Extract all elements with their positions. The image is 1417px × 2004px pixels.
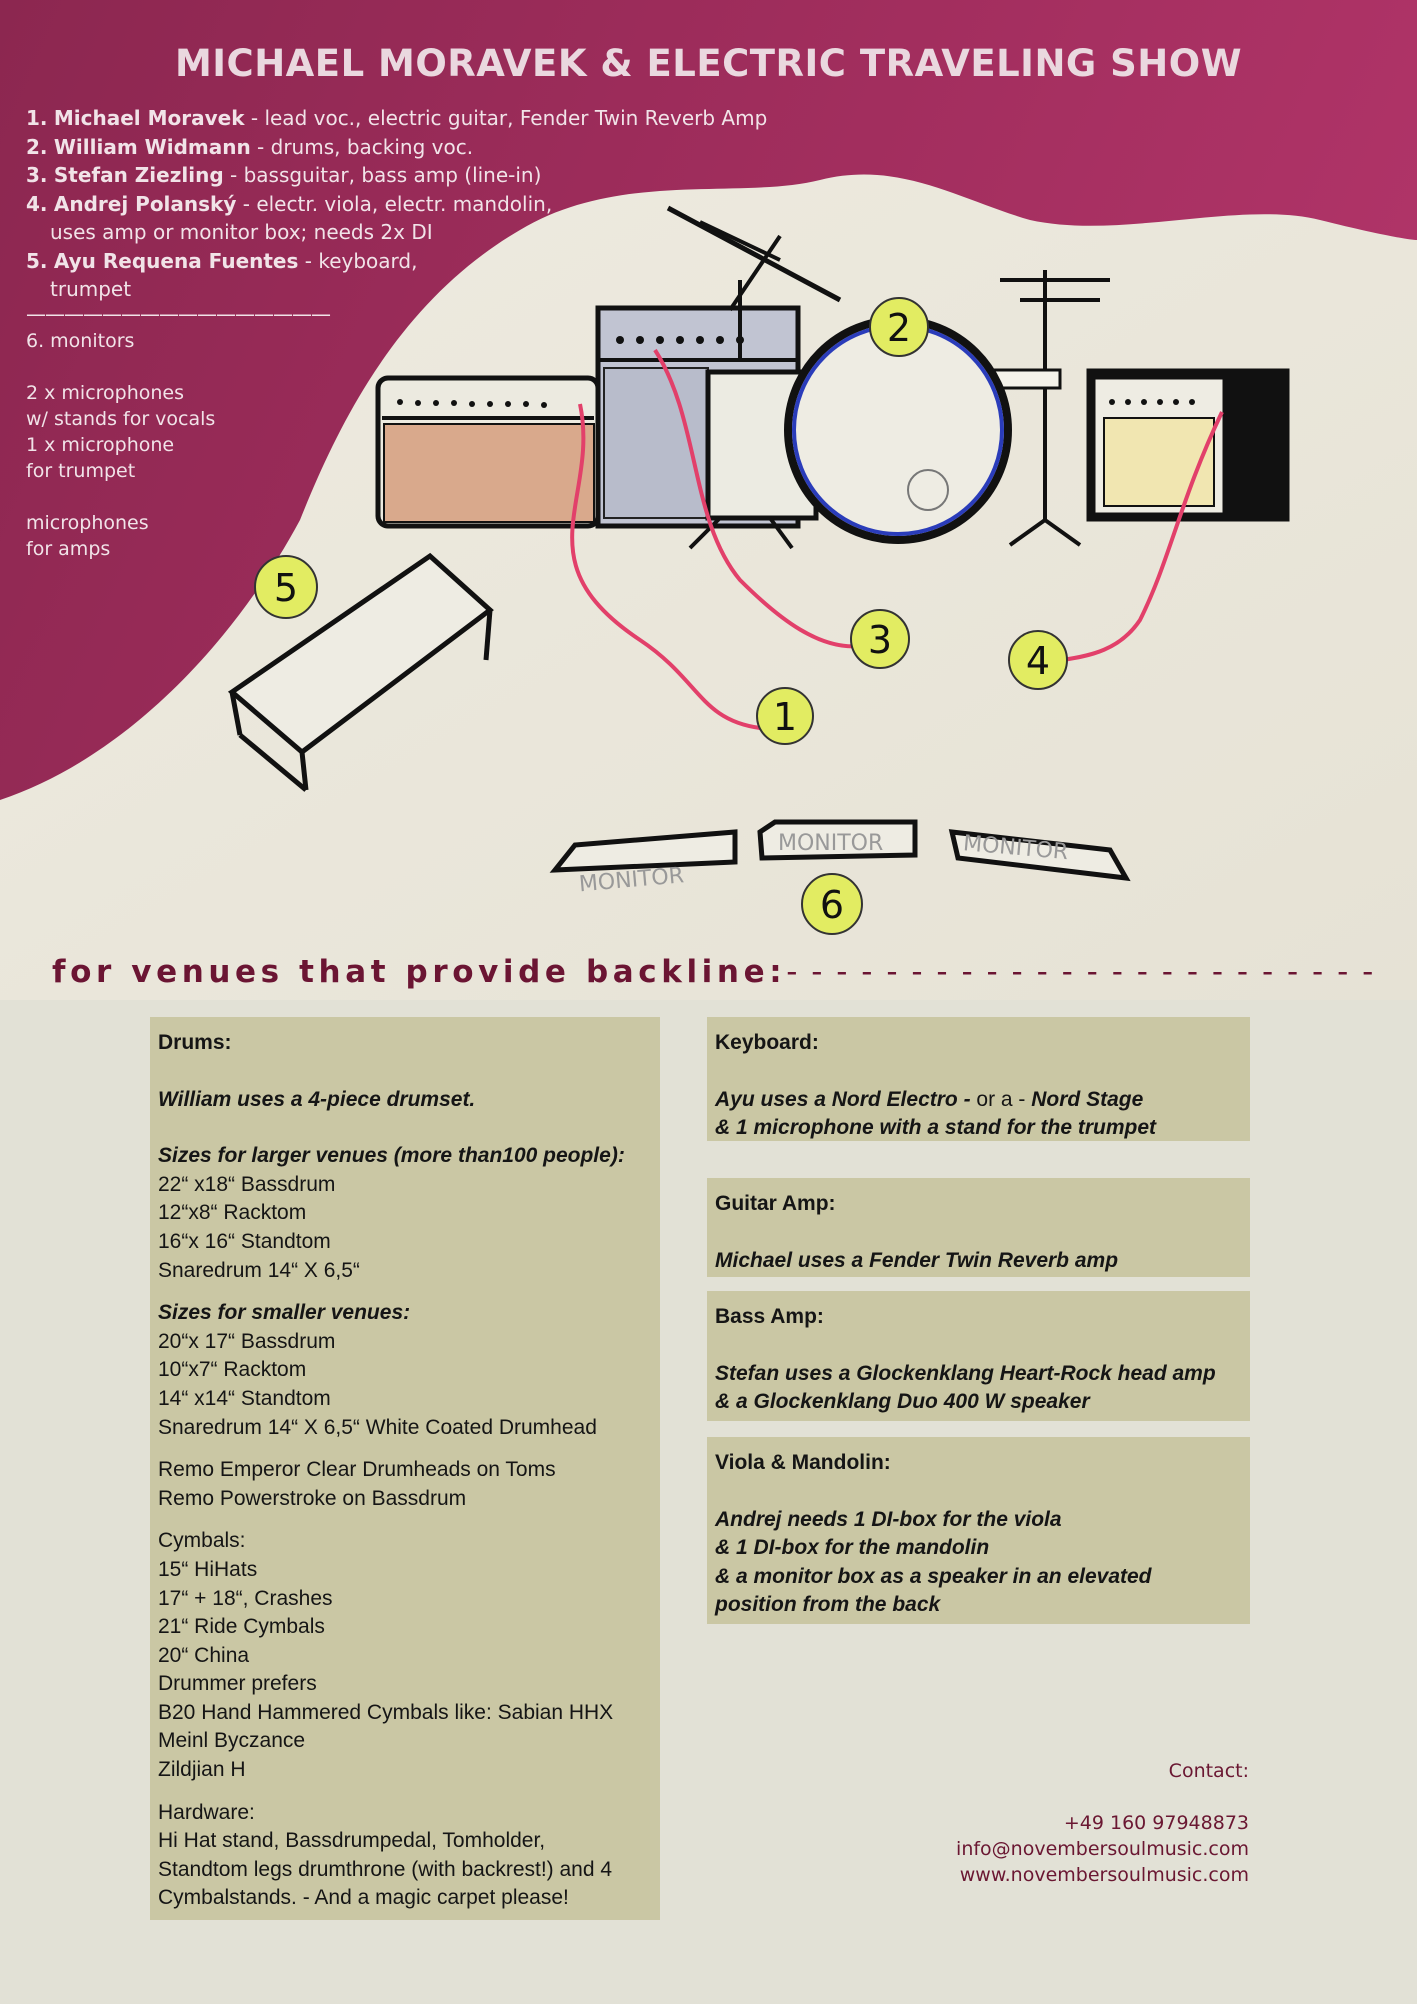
small-venue-heading: Sizes for smaller venues: [158, 1301, 411, 1325]
svg-text:6: 6 [820, 883, 844, 927]
viola-line: & a monitor box as a speaker in an eleva… [715, 1564, 1152, 1588]
vocal-mics-note: 2 x microphones [26, 382, 185, 404]
small-venue-item: 10“x7“ Racktom [158, 1358, 307, 1382]
cymbals-item: B20 Hand Hammered Cymbals like: Sabian H… [158, 1700, 614, 1724]
band-list: 1. Michael Moravek - lead voc., electric… [26, 104, 767, 324]
monitor-1: MONITOR [549, 829, 738, 897]
cymbals-heading: Cymbals: [158, 1529, 246, 1553]
small-venue-item: Snaredrum 14“ X 6,5“ White Coated Drumhe… [158, 1415, 597, 1439]
viola-amp [1086, 368, 1290, 522]
viola-line: position from the back [715, 1593, 941, 1617]
contact-label: Contact: [1168, 1760, 1249, 1782]
bass-amp-line-2: & a Glockenklang Duo 400 W speaker [715, 1390, 1090, 1414]
svg-text:2: 2 [887, 306, 911, 350]
monitor-2: MONITOR [757, 819, 918, 861]
drumheads-item: Remo Emperor Clear Drumheads on Toms [158, 1458, 556, 1482]
cymbals-item: Meinl Byczance [158, 1729, 306, 1753]
stage-plot-illustration: MONITOR MONITOR MONITOR 1 2 3 4 5 6 [0, 0, 1417, 1000]
trumpet-mic-note: 1 x microphone [26, 434, 175, 456]
hardware-item: Standtom legs drumthrone (with backrest!… [158, 1857, 613, 1881]
marker-4: 4 [1008, 630, 1068, 690]
cymbals-item: 17“ + 18“, Crashes [158, 1586, 333, 1610]
band-member-4: 4. Andrej Polanský - electr. viola, elec… [26, 191, 553, 216]
trumpet-mic-note-2: for trumpet [26, 460, 136, 482]
viola-heading: Viola & Mandolin: [715, 1451, 891, 1474]
page-title: MICHAEL MORAVEK & ELECTRIC TRAVELING SHO… [174, 42, 1243, 85]
paper-sheet [0, 174, 1417, 1000]
band-member-2: 2. William Widmann - drums, backing voc. [26, 134, 474, 159]
amp-mics-note: microphones [26, 512, 149, 534]
cymbals-item: 20“ China [158, 1643, 250, 1667]
cymbals-item: 21“ Ride Cymbals [158, 1615, 325, 1639]
keyboard-box: Keyboard: Ayu uses a Nord Electro - or a… [707, 1017, 1250, 1141]
monitors: MONITOR MONITOR MONITOR [549, 819, 1131, 897]
large-venue-item: 12“x8“ Racktom [158, 1201, 307, 1225]
contact-email-link[interactable]: info@novembersoulmusic.com [956, 1838, 1249, 1860]
divider-rule: ———————————————— [26, 301, 331, 326]
monitor-3: MONITOR [948, 829, 1131, 882]
marker-5: 5 [254, 555, 318, 619]
vocal-mics-note-2: w/ stands for vocals [26, 408, 216, 430]
cables [570, 348, 1224, 730]
cymbals-item: 15“ HiHats [158, 1557, 258, 1581]
viola-line: & 1 DI-box for the mandolin [715, 1536, 990, 1560]
keyboard-sketch [227, 552, 494, 792]
bass-amp-line-1: Stefan uses a Glockenklang Heart-Rock he… [715, 1361, 1216, 1385]
marker-2: 2 [869, 297, 929, 357]
svg-text:4: 4 [1026, 639, 1050, 683]
svg-text:5: 5 [274, 566, 298, 610]
drums-intro: William uses a 4-piece drumset. [158, 1087, 476, 1111]
drumheads-item: Remo Powerstroke on Bassdrum [158, 1486, 467, 1510]
band-member-3: 3. Stefan Ziezling - bassguitar, bass am… [26, 163, 542, 187]
guitar-amp-box: Guitar Amp: Michael uses a Fender Twin R… [707, 1178, 1250, 1277]
cymbals-item: Drummer prefers [158, 1672, 317, 1696]
guitar-amp-text: Michael uses a Fender Twin Reverb amp [715, 1248, 1119, 1272]
hardware-heading: Hardware: [158, 1800, 255, 1824]
cymbals-item: Zildjian H [158, 1758, 246, 1782]
bass-amp-heading: Bass Amp: [715, 1305, 824, 1328]
marker-6: 6 [801, 873, 863, 935]
bass-amp-box: Bass Amp: Stefan uses a Glockenklang Hea… [707, 1291, 1250, 1421]
hardware-item: Hi Hat stand, Bassdrumpedal, Tomholder, [158, 1829, 546, 1853]
monitors-note: 6. monitors [26, 330, 135, 352]
contact-website-link[interactable]: www.novembersoulmusic.com [959, 1864, 1249, 1886]
band-member-4-detail: uses amp or monitor box; needs 2x DI [50, 220, 433, 244]
monitor-2-label: MONITOR [778, 831, 883, 856]
band-member-1: 1. Michael Moravek - lead voc., electric… [26, 106, 768, 130]
small-venue-item: 20“x 17“ Bassdrum [158, 1329, 336, 1353]
hardware-item: Cymbalstands. - And a magic carpet pleas… [158, 1886, 569, 1910]
equipment-notes: 6. monitors 2 x microphones w/ stands fo… [26, 328, 215, 562]
small-venue-item: 14“ x14“ Standtom [158, 1386, 331, 1410]
amp-mics-note-2: for amps [26, 538, 111, 560]
viola-mandolin-box: Viola & Mandolin: Andrej needs 1 DI-box … [707, 1437, 1250, 1624]
band-member-5: 5. Ayu Requena Fuentes - keyboard, [26, 248, 418, 273]
viola-line: Andrej needs 1 DI-box for the viola [715, 1507, 1062, 1531]
large-venue-item: 22“ x18“ Bassdrum [158, 1172, 336, 1196]
keyboard-heading: Keyboard: [715, 1031, 819, 1054]
drums-heading: Drums: [158, 1031, 232, 1054]
svg-text:3: 3 [868, 618, 892, 662]
svg-text:1: 1 [773, 695, 797, 739]
guitar-amp-1 [375, 375, 601, 529]
keyboard-line-2: & 1 microphone with a stand for the trum… [715, 1116, 1157, 1140]
keyboard-line-1: Ayu uses a Nord Electro - or a - Nord St… [715, 1087, 1144, 1111]
contact-block: Contact: +49 160 97948873 info@novembers… [956, 1758, 1249, 1888]
large-venue-item: 16“x 16“ Standtom [158, 1229, 331, 1253]
large-venue-heading: Sizes for larger venues (more than100 pe… [158, 1144, 625, 1168]
marker-1: 1 [756, 687, 814, 745]
marker-3: 3 [850, 609, 910, 669]
drums-box: Drums: William uses a 4-piece drumset. S… [150, 1017, 660, 1920]
large-venue-item: Snaredrum 14“ X 6,5“ [158, 1258, 360, 1282]
band-member-5-detail: trumpet [50, 277, 132, 301]
backline-heading: for venues that provide backline:- - - -… [52, 954, 1382, 990]
guitar-amp-heading: Guitar Amp: [715, 1192, 836, 1215]
contact-phone[interactable]: +49 160 97948873 [1063, 1812, 1249, 1834]
